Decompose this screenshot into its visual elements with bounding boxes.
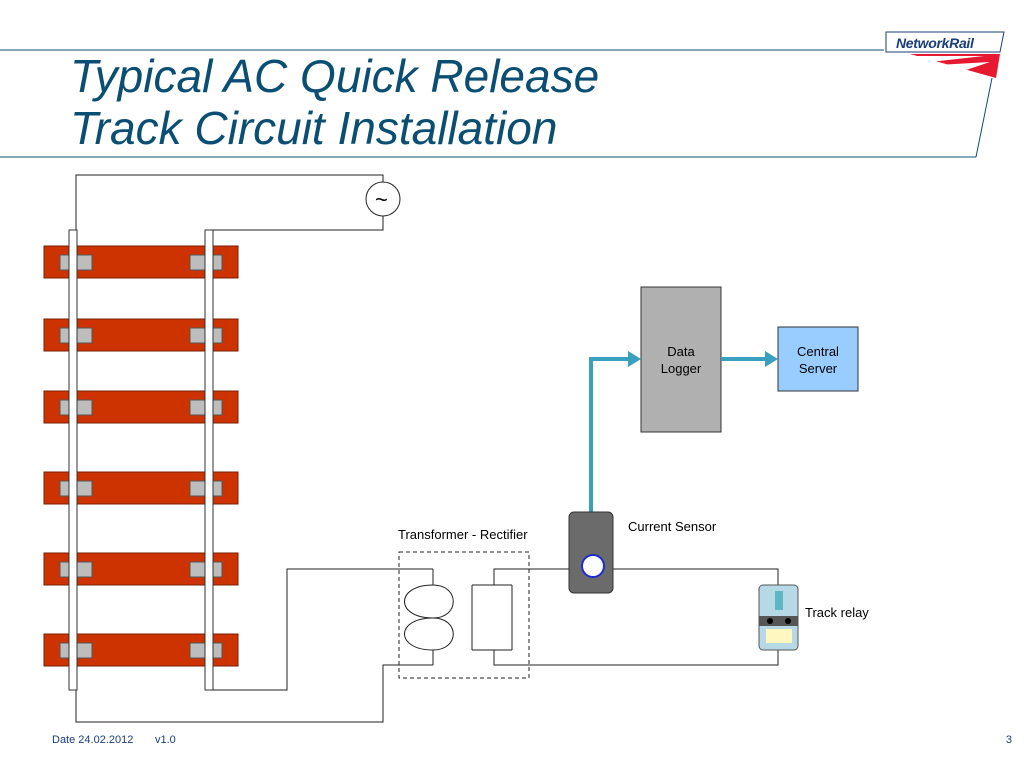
ac-source bbox=[365, 181, 401, 217]
ac-source-symbol: ~ bbox=[375, 187, 388, 212]
current-sensor-label: Current Sensor bbox=[628, 519, 717, 534]
slide-title: Typical AC Quick Release Track Circuit I… bbox=[70, 50, 599, 154]
track-relay-label: Track relay bbox=[805, 605, 869, 620]
transformer-label: Transformer - Rectifier bbox=[398, 527, 528, 542]
title-line-2: Track Circuit Installation bbox=[70, 102, 558, 154]
transformer-coil bbox=[404, 584, 434, 651]
page-number: 3 bbox=[1005, 734, 1012, 746]
current-sensor bbox=[568, 511, 614, 594]
title-line-1: Typical AC Quick Release bbox=[70, 50, 600, 102]
track-relay bbox=[758, 584, 799, 651]
network-rail-logo bbox=[885, 31, 1005, 78]
transformer-rectifier-box bbox=[398, 551, 530, 679]
rail-right bbox=[204, 229, 214, 691]
rail-left bbox=[68, 229, 78, 691]
current-sensor-clamp bbox=[581, 554, 605, 578]
data-logger bbox=[640, 286, 722, 433]
footer-version: v1.0 bbox=[155, 734, 176, 746]
footer-date: Date 24.02.2012 bbox=[52, 734, 134, 746]
logo-text: NetworkRail bbox=[896, 35, 974, 51]
central-server-label: Central Server bbox=[797, 344, 839, 376]
central-server bbox=[777, 326, 859, 392]
wiring bbox=[75, 174, 779, 723]
data-logger-label: Data Logger bbox=[660, 344, 702, 376]
data-flow-arrows bbox=[589, 351, 778, 512]
